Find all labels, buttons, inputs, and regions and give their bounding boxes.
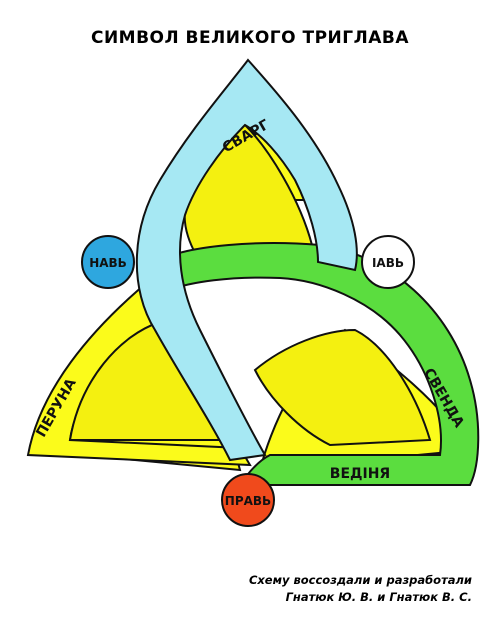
nav-circle: НАВЬ bbox=[81, 235, 135, 289]
credits: Схему воссоздали и разработали Гнатюк Ю.… bbox=[249, 572, 472, 606]
nav-label: НАВЬ bbox=[89, 256, 127, 270]
credits-line-1: Схему воссоздали и разработали bbox=[248, 573, 472, 587]
yav-label: ІАВЬ bbox=[372, 256, 404, 270]
page-title: СИМВОЛ ВЕЛИКОГО ТРИГЛАВА bbox=[90, 28, 410, 48]
credits-line-2: Гнатюк Ю. В. и Гнатюк В. С. bbox=[285, 590, 472, 604]
vedinya-runes: ВЕДІНЯ bbox=[330, 466, 390, 482]
yav-circle: ІАВЬ bbox=[361, 235, 415, 289]
prav-label: ПРАВЬ bbox=[225, 494, 271, 508]
yellow-right-inner-fill bbox=[253, 328, 432, 447]
blue-band bbox=[135, 58, 358, 462]
prav-circle: ПРАВЬ bbox=[221, 473, 275, 527]
